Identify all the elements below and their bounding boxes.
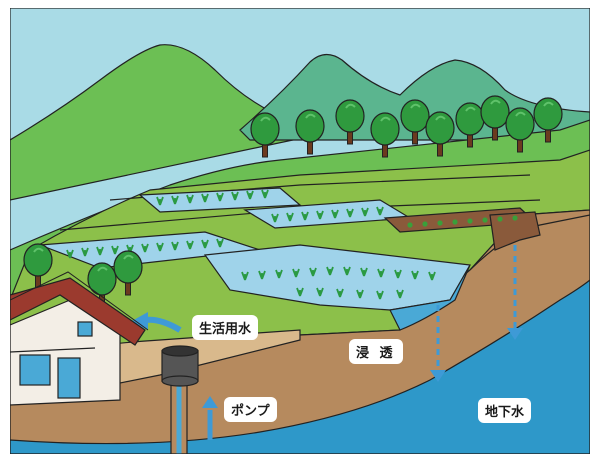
groundwater-label: 地下水: [478, 398, 532, 423]
domestic-water-label: 生活用水: [192, 315, 259, 340]
infiltration-flow: [436, 245, 517, 372]
pump-label: ポンプ: [224, 397, 277, 422]
groundwater-body: [10, 279, 590, 454]
mountain-left: [10, 44, 341, 201]
infiltration-label: 浸 透: [349, 339, 403, 364]
infiltration-arrow-icon: [430, 370, 446, 382]
house-icon: [10, 271, 149, 406]
well-pump-icon: [161, 345, 199, 387]
